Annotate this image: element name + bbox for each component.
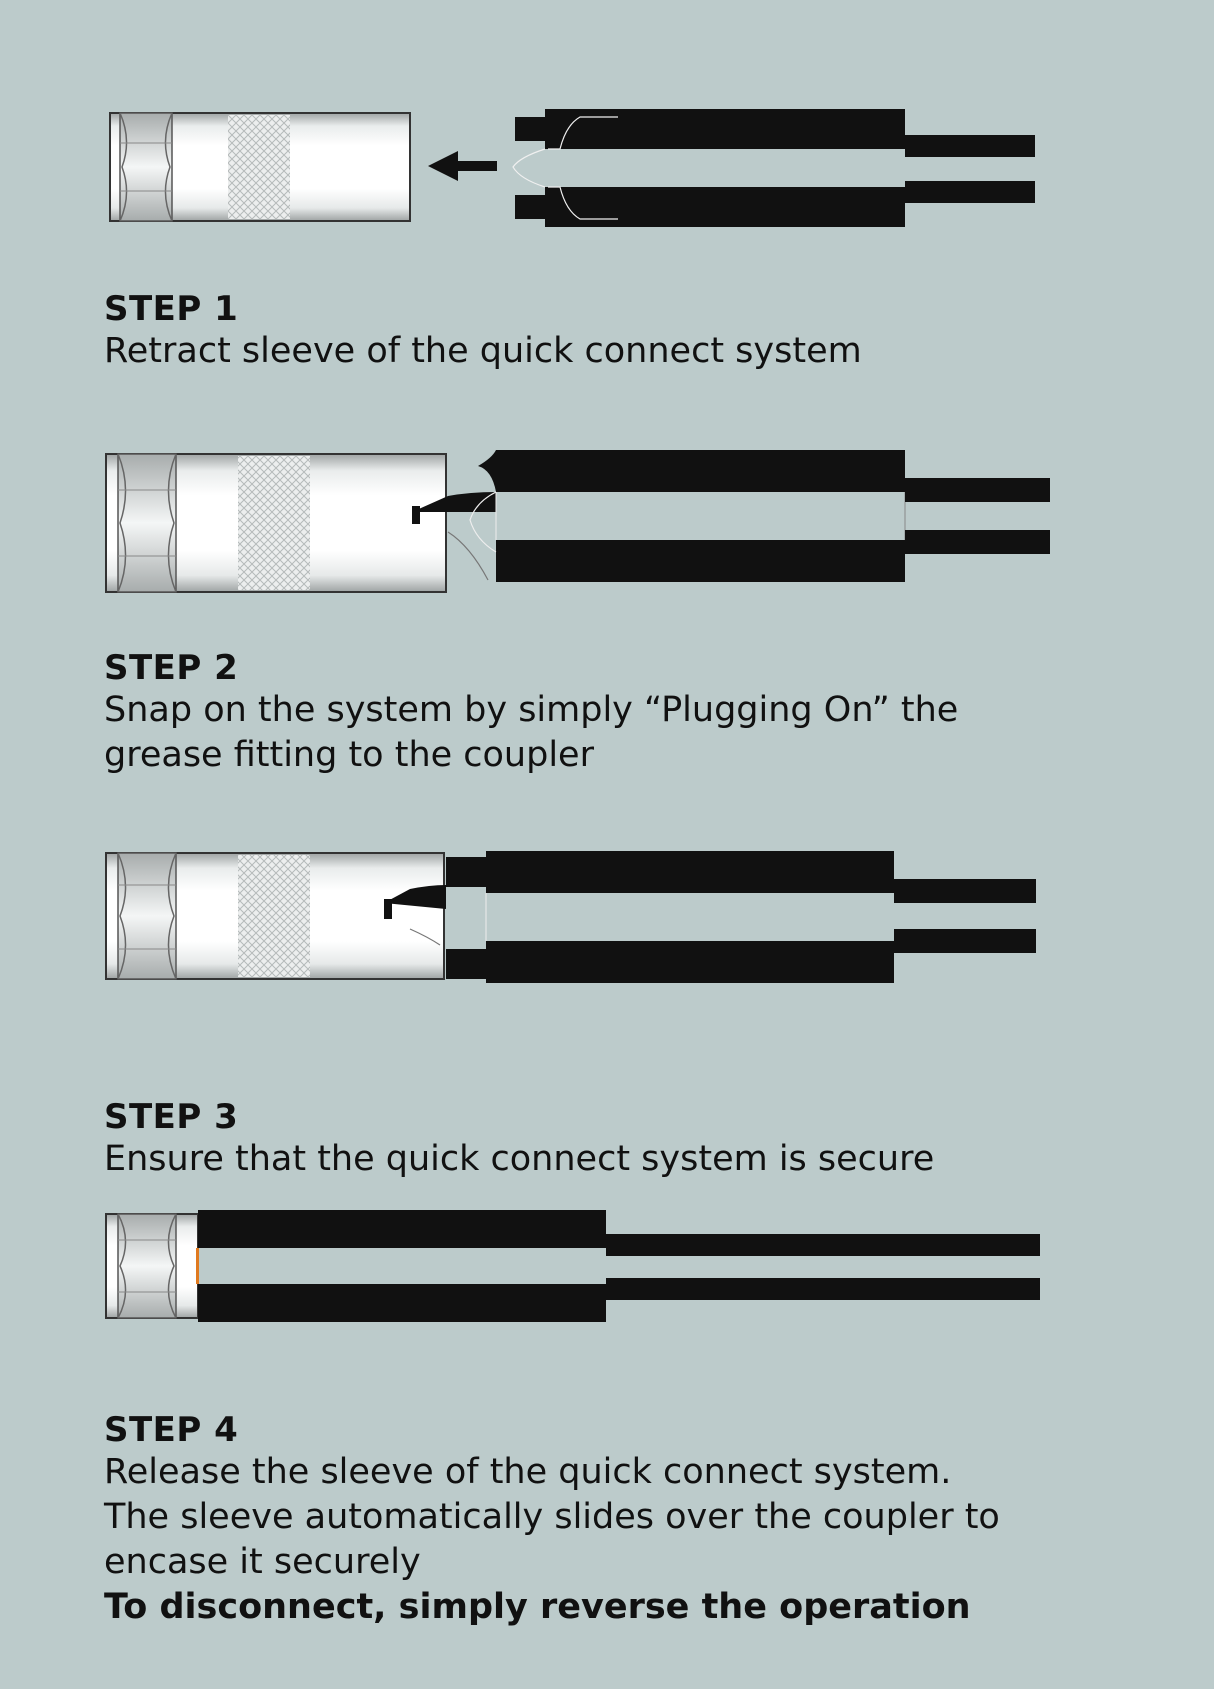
quick-connect-sleeve [512,109,905,227]
quick-connect-sleeve [198,1210,606,1322]
diagram-step-1 [109,109,1035,227]
step-2-text: Snap on the system by simply “Plugging O… [104,690,959,775]
orange-indicator [196,1248,199,1284]
hose [905,478,1050,554]
step-1-text: Retract sleeve of the quick connect syst… [104,331,862,371]
hose [894,879,1036,953]
coupler [105,453,496,593]
step-3-text: Ensure that the quick connect system is … [104,1139,935,1179]
diagram-step-4 [105,1210,1040,1322]
diagram-step-2 [105,450,1050,593]
quick-connect-sleeve [446,851,894,983]
coupler [105,852,446,980]
step-4: STEP 4 Release the sleeve of the quick c… [104,1410,1144,1630]
step-1: STEP 1 Retract sleeve of the quick conne… [104,289,1144,374]
step-1-title: STEP 1 [104,289,239,329]
step-3-title: STEP 3 [104,1097,239,1137]
hose [905,135,1035,203]
step-4-title: STEP 4 [104,1410,239,1450]
coupler [105,1213,199,1319]
coupler [109,112,411,222]
step-2-title: STEP 2 [104,648,239,688]
step-3: STEP 3 Ensure that the quick connect sys… [104,1097,1144,1182]
disconnect-note: To disconnect, simply reverse the operat… [104,1587,971,1627]
arrow-left-icon [428,151,497,181]
quick-connect-sleeve [469,450,906,582]
step-4-text: Release the sleeve of the quick connect … [104,1452,1000,1582]
step-2: STEP 2 Snap on the system by simply “Plu… [104,648,1144,778]
hose [606,1234,1040,1300]
diagram-step-3 [105,851,1036,983]
